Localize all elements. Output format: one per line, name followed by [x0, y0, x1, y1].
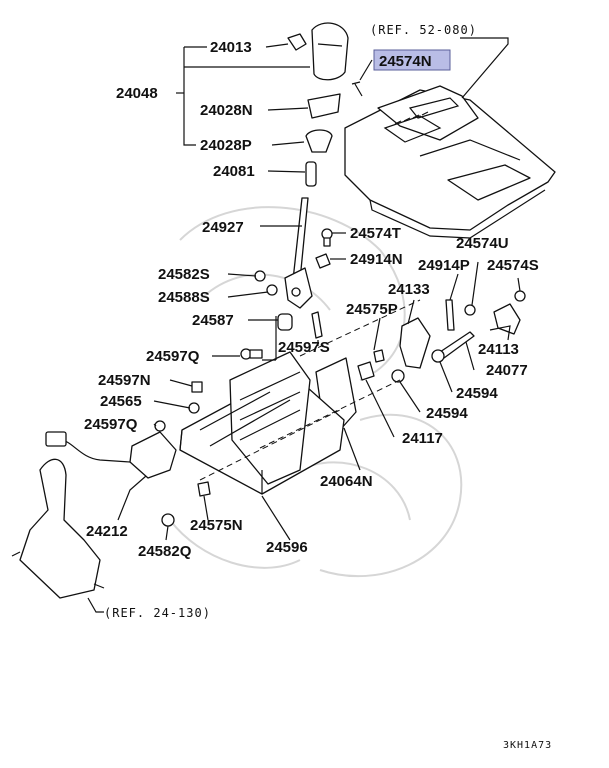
pin-24597S [311, 311, 323, 339]
part-label-24594-a[interactable]: 24594 [456, 385, 498, 402]
part-label-24596[interactable]: 24596 [266, 539, 308, 556]
switch-24212 [45, 431, 177, 479]
shift-knob [311, 22, 349, 81]
base-plate [179, 351, 345, 495]
washer-24588S [266, 284, 278, 296]
part-label-24574T[interactable]: 24574T [350, 225, 401, 242]
part-label-24048[interactable]: 24048 [116, 85, 158, 102]
part-label-24597S[interactable]: 24597S [278, 339, 330, 356]
part-label-24597Q-left[interactable]: 24597Q [84, 416, 138, 433]
part-label-24574U[interactable]: 24574U [456, 235, 509, 252]
part-label-24574N[interactable]: 24574N [379, 53, 432, 70]
bolt-24574S [514, 290, 526, 302]
part-label-24113[interactable]: 24113 [478, 341, 519, 358]
knob-sleeve [307, 93, 341, 119]
push-rod [305, 161, 317, 187]
bolt-24574T [321, 228, 333, 247]
part-label-24597N[interactable]: 24597N [98, 372, 151, 389]
collar-24565 [188, 402, 200, 414]
cover-screw [351, 81, 363, 97]
clip-24575P [373, 349, 385, 363]
transmission-housing [11, 458, 105, 599]
knob-clip [287, 33, 307, 51]
bushing-24587 [277, 313, 293, 331]
bolt-24597N [191, 381, 203, 393]
washer-24594-a [431, 349, 445, 363]
clip-24575N [197, 481, 211, 497]
nut-24582Q [161, 513, 175, 527]
part-label-24133[interactable]: 24133 [388, 281, 430, 298]
alignment-line-c [299, 299, 421, 357]
part-label-24575P[interactable]: 24575P [346, 301, 398, 318]
part-label-24914P[interactable]: 24914P [418, 257, 470, 274]
part-label-24013[interactable]: 24013 [210, 39, 252, 56]
part-label-24064N[interactable]: 24064N [320, 473, 373, 490]
part-label-24927[interactable]: 24927 [202, 219, 244, 236]
part-label-24588S[interactable]: 24588S [158, 289, 210, 306]
nut-24574U [464, 304, 476, 316]
part-label-24914N[interactable]: 24914N [350, 251, 403, 268]
cam-24133 [399, 317, 431, 369]
alignment-line-a [259, 379, 401, 449]
bolt-24914P [445, 299, 455, 331]
part-label-24212[interactable]: 24212 [86, 523, 128, 540]
clip-24117 [357, 361, 375, 381]
part-label-24587[interactable]: 24587 [192, 312, 234, 329]
part-label-24597Q-top[interactable]: 24597Q [146, 348, 200, 365]
alignment-line-b [199, 409, 341, 481]
part-label-24575N[interactable]: 24575N [190, 517, 243, 534]
part-label-24028N[interactable]: 24028N [200, 102, 253, 119]
highlight-box [373, 49, 451, 71]
diagram-code: 3KH1A73 [503, 740, 552, 751]
ref-label-top[interactable]: (REF. 52-080) [370, 23, 477, 37]
nut-24582S [254, 270, 266, 282]
part-label-24582Q[interactable]: 24582Q [138, 543, 192, 560]
washer-24594-b [391, 369, 405, 383]
part-label-24117[interactable]: 24117 [402, 430, 443, 447]
knob-cup [305, 129, 333, 153]
spring-24914N [315, 253, 331, 269]
bolt-24597Q-left [154, 420, 166, 432]
part-label-24582S[interactable]: 24582S [158, 266, 210, 283]
bolt-24597Q-top [240, 348, 263, 360]
part-label-24077[interactable]: 24077 [486, 362, 528, 379]
bracket-24113 [493, 303, 521, 335]
shift-lever [284, 197, 313, 309]
leader-lines [87, 37, 521, 613]
part-label-24081[interactable]: 24081 [213, 163, 255, 180]
part-label-24028P[interactable]: 24028P [200, 137, 252, 154]
part-label-24565[interactable]: 24565 [100, 393, 142, 410]
part-label-24574S[interactable]: 24574S [487, 257, 539, 274]
console-cover [344, 85, 556, 239]
ref-label-bottom[interactable]: (REF. 24-130) [104, 606, 211, 620]
part-label-24594-b[interactable]: 24594 [426, 405, 468, 422]
